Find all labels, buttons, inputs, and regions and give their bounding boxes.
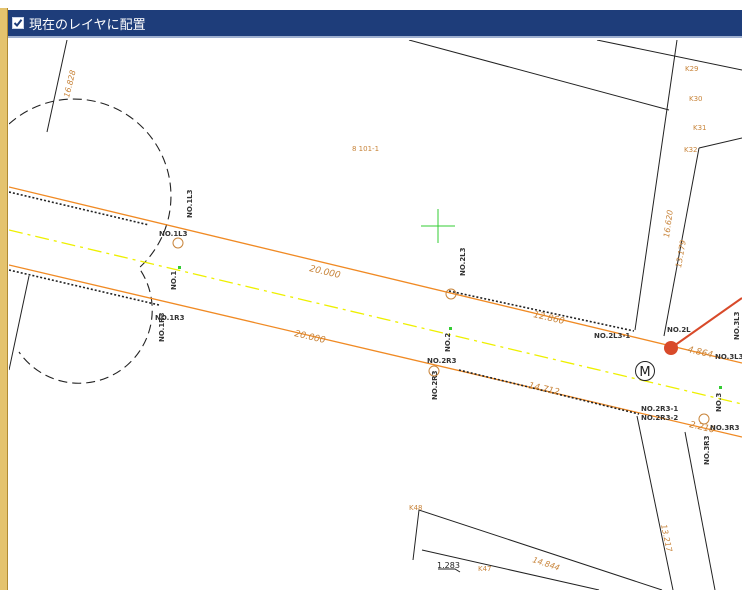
boundary-line [634,39,678,331]
boundary-line [46,39,68,133]
cad-drawing-canvas[interactable]: M 20.000 20.000 12.860 14.712 4.864 2.21… [8,39,742,591]
parcel-label: 8 101-1 [352,145,379,153]
stake-symbol-icon [428,365,440,377]
k-label: K47 [478,565,492,573]
stake-symbol-icon [698,413,710,425]
station-point [719,386,722,389]
k-label: K29 [685,65,699,73]
station-label: NO.3L3 [733,311,741,340]
boundary-line [636,415,674,591]
stake-symbol-icon [172,237,184,249]
k-label: K30 [689,95,703,103]
boundary-line [663,147,700,337]
window-left-frame [0,8,8,590]
station-label: NO.3R3 [703,435,711,465]
dotted-line [448,290,635,332]
boundary-line [596,39,742,71]
station-label: NO.2R3-1 [641,405,678,413]
side-dim-label: 14.844 [531,555,560,572]
boundary-line [698,137,742,149]
selected-point-marker[interactable] [664,341,678,355]
side-dim-label: 16.620 [662,209,675,238]
place-on-current-layer-label: 現在のレイヤに配置 [29,17,146,33]
station-label: NO.3L3 [715,353,742,361]
curve-circle-dashed [8,98,172,384]
side-dim-label: 16.828 [62,69,78,98]
road-dim-label: 12.860 [532,310,565,327]
road-offset-dotted [8,191,640,415]
layer-option-bar: 現在のレイヤに配置 [8,10,742,38]
place-on-current-layer-checkbox[interactable] [12,17,24,29]
station-point [178,266,181,269]
station-label: NO.2L3 [459,247,467,276]
crosshair-cursor [421,209,455,243]
stake-symbols [172,237,710,425]
station-label: NO.1 [170,271,178,290]
side-dim-label: 13.179 [674,239,688,268]
k-label: K31 [693,124,707,132]
road-dim-label: 14.712 [527,381,560,398]
side-dim-label: 13.217 [659,524,674,554]
station-label: NO.2L [667,326,691,334]
boundary-line [408,39,670,111]
k-label: K48 [409,504,423,512]
marker-leader-line [670,297,742,349]
station-label: NO.3R3 [710,424,740,432]
checkmark-icon [13,19,23,28]
dotted-line [8,269,160,306]
parcel-boundaries [8,39,742,591]
dimension-leader [438,568,461,573]
station-label: NO.1L3 [186,189,194,218]
road-edge-left [8,186,742,364]
dotted-line [8,191,150,226]
road-dim-label: 4.864 [686,345,714,361]
window-top-edge [0,0,742,8]
road-edge-right [8,264,742,438]
cad-drawing-svg[interactable]: M 20.000 20.000 12.860 14.712 4.864 2.21… [8,39,742,591]
station-label: NO.3 [715,393,723,412]
station-label: NO.1R3 [155,314,185,322]
station-label: NO.2R3 [427,357,457,365]
station-label: NO.2L3-1 [594,332,630,340]
boundary-line [684,431,716,591]
k-point-labels: K29 K30 K31 K32 K48 K47 [409,65,707,573]
station-label: NO.2 [444,333,452,352]
road-dim-label: 20.000 [308,264,341,281]
side-dim-label: 1.283 [437,561,460,570]
road-dim-label: 20.000 [293,329,326,346]
station-point [449,327,452,330]
manhole-icon [635,361,655,381]
station-label: NO.2R3-2 [641,414,678,422]
road-center-line [8,229,742,405]
station-label: NO.1R3 [158,312,166,342]
boundary-line [421,549,600,591]
station-labels: NO.1L3 NO.1L3 NO.1 NO.1R3 NO.1R3 NO.2L3 … [155,189,742,465]
k-label: K32 [684,146,698,154]
dotted-line [458,369,640,415]
boundary-line [412,509,663,591]
road-boundaries [8,186,742,438]
stake-symbol-icon [445,288,457,300]
station-label: NO.1L3 [159,230,188,238]
station-label: NO.2R3 [431,370,439,400]
manhole-letter: M [639,365,650,380]
station-points [178,266,722,389]
boundary-line [8,275,30,371]
